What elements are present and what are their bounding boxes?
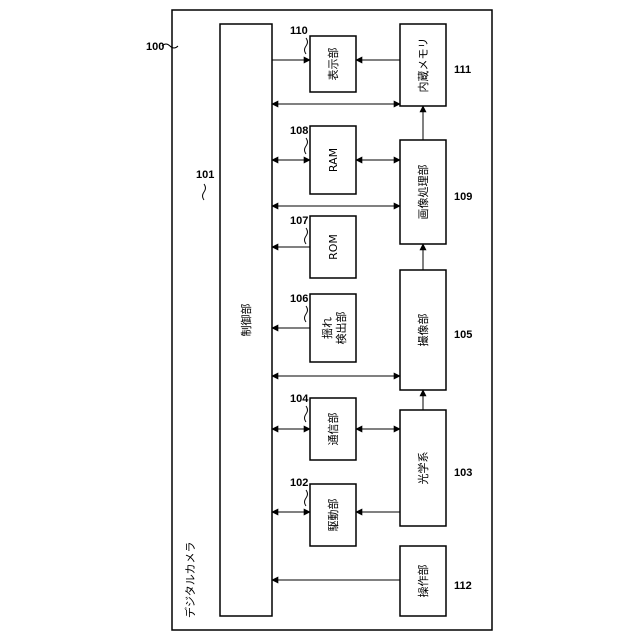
device-ref-leader <box>162 44 178 48</box>
shake-detection-label-1: 揺れ <box>321 317 334 339</box>
image-processing-ref: 109 <box>454 191 472 203</box>
display-label: 表示部 <box>326 48 340 81</box>
comm-ref: 104 <box>290 393 309 405</box>
control-unit-ref: 101 <box>196 169 214 181</box>
device-label: デジタルカメラ <box>183 542 197 618</box>
rom-leader <box>305 228 308 244</box>
rom-ref: 107 <box>290 215 308 227</box>
ram-label: RAM <box>327 148 340 172</box>
ram-ref: 108 <box>290 125 308 137</box>
comm-label: 通信部 <box>326 413 340 446</box>
optics-label: 光学系 <box>416 452 430 485</box>
image-processing-label: 画像処理部 <box>416 165 430 220</box>
imaging-ref: 105 <box>454 329 472 341</box>
ram-leader <box>305 138 308 154</box>
operation-ref: 112 <box>454 580 472 592</box>
comm-leader <box>305 406 308 422</box>
display-leader <box>305 38 308 54</box>
shake-detection-label-2: 検出部 <box>334 312 348 345</box>
imaging-label: 撮像部 <box>416 314 430 347</box>
operation-label: 操作部 <box>416 565 430 598</box>
drive-ref: 102 <box>290 477 308 489</box>
drive-leader <box>305 490 308 506</box>
rom-label: ROM <box>327 234 340 260</box>
shake-leader <box>305 306 308 322</box>
memory-label: 内蔵メモリ <box>416 38 430 93</box>
display-ref: 110 <box>290 25 308 37</box>
control-unit-leader <box>203 184 206 200</box>
optics-ref: 103 <box>454 467 472 479</box>
drive-label: 駆動部 <box>326 499 340 532</box>
device-ref: 100 <box>146 41 164 53</box>
control-unit-label: 制御部 <box>239 304 253 337</box>
memory-ref: 111 <box>454 64 471 76</box>
shake-detection-ref: 106 <box>290 293 308 305</box>
